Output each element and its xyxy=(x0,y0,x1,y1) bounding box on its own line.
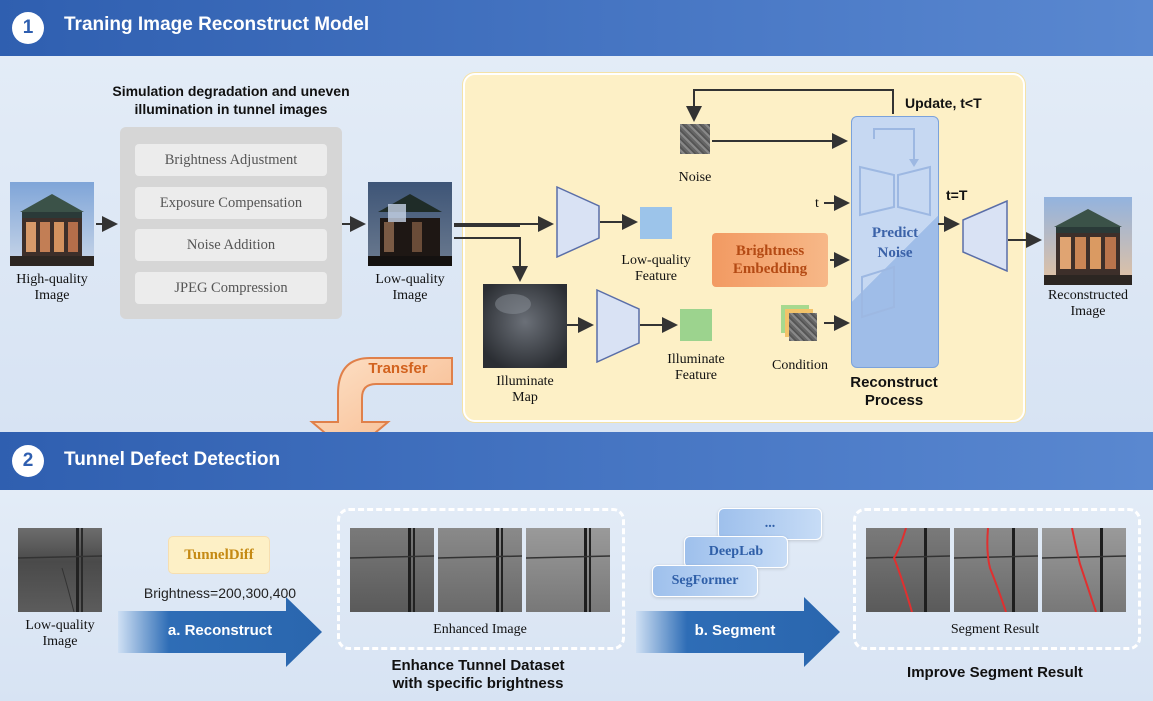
tunnel-lq-line1: Low-quality xyxy=(25,618,95,633)
high-quality-label: High-quality Image xyxy=(5,272,99,304)
predict-line1: Predict xyxy=(871,225,919,241)
low-quality-feature-label: Low-quality Feature xyxy=(608,253,704,285)
section2-banner: 2 Tunnel Defect Detection xyxy=(0,432,1153,490)
enhanced-image-frame xyxy=(337,508,625,650)
segment-result-3 xyxy=(1042,528,1126,612)
reconstruct-process-line2: Process xyxy=(864,392,924,409)
section2-number: 2 xyxy=(12,445,44,477)
model-segformer: SegFormer xyxy=(652,565,758,597)
t-equals-T-label: t=T xyxy=(946,187,968,203)
segment-result-2 xyxy=(954,528,1038,612)
t-label: t xyxy=(815,196,819,211)
reconstructed-line1: Reconstructed xyxy=(1047,288,1129,303)
section1-title: Traning Image Reconstruct Model xyxy=(64,14,370,35)
predict-noise-panel: Predict Noise xyxy=(851,116,939,368)
predict-line2: Noise xyxy=(877,245,913,261)
enhance-caption-line2: with specific brightness xyxy=(392,675,564,692)
degradation-title: Simulation degradation and uneven illumi… xyxy=(80,82,382,118)
section1-number: 1 xyxy=(12,12,44,44)
enhanced-image-1 xyxy=(350,528,434,612)
reconstructed-image xyxy=(1044,197,1132,285)
update-label: Update, t<T xyxy=(905,95,982,111)
segment-result-1 xyxy=(866,528,950,612)
illum-map-line2: Map xyxy=(512,390,538,405)
low-quality-label-line1: Low-quality xyxy=(375,272,445,287)
enhance-caption-line1: Enhance Tunnel Dataset xyxy=(391,657,565,674)
noise-image xyxy=(680,124,710,154)
transfer-label: Transfer xyxy=(368,360,428,377)
segment-arrow-label: b. Segment xyxy=(694,622,776,639)
improve-caption: Improve Segment Result xyxy=(907,664,1083,681)
low-quality-image xyxy=(368,182,452,266)
high-quality-label-line2: Image xyxy=(34,288,70,303)
illum-feat-line2: Feature xyxy=(675,368,717,383)
brightness-emb-line1: Brightness xyxy=(735,243,805,259)
illuminate-map-image xyxy=(483,284,567,368)
brightness-values: Brightness=200,300,400 xyxy=(143,585,297,601)
op-noise-addition: Noise Addition xyxy=(135,229,327,261)
lqf-line2: Feature xyxy=(635,269,677,284)
degradation-title-line1: Simulation degradation and uneven xyxy=(112,83,350,99)
segment-result-label: Segment Result xyxy=(950,622,1040,637)
enhanced-image-2 xyxy=(438,528,522,612)
degradation-title-line2: illumination in tunnel images xyxy=(134,101,328,117)
reconstruct-arrow-shape xyxy=(118,597,322,667)
reconstructed-label: Reconstructed Image xyxy=(1030,288,1146,320)
op-brightness-adjustment: Brightness Adjustment xyxy=(135,144,327,176)
condition-label: Condition xyxy=(771,358,828,373)
reconstruct-arrow-label: a. Reconstruct xyxy=(167,622,273,639)
enhance-dataset-caption: Enhance Tunnel Dataset with specific bri… xyxy=(348,657,608,693)
section2-title: Tunnel Defect Detection xyxy=(64,449,281,470)
illuminate-feature-box xyxy=(680,309,712,341)
low-quality-feature-box xyxy=(640,207,672,239)
brightness-embedding-box: Brightness Embedding xyxy=(712,233,828,287)
section1-banner: 1 Traning Image Reconstruct Model xyxy=(0,0,1153,56)
low-quality-label: Low-quality Image xyxy=(360,272,460,304)
enhanced-image-label: Enhanced Image xyxy=(433,622,527,637)
noise-label: Noise xyxy=(678,170,712,185)
condition-noise-layer xyxy=(789,313,817,341)
degradation-ops-box: Brightness Adjustment Exposure Compensat… xyxy=(120,127,342,319)
illuminate-feature-label: Illuminate Feature xyxy=(650,352,742,384)
low-quality-label-line2: Image xyxy=(392,288,428,303)
encoder-low-quality xyxy=(556,186,600,258)
segment-result-frame xyxy=(853,508,1141,650)
tunnel-low-quality-image xyxy=(18,528,102,612)
tunnel-lq-line2: Image xyxy=(42,634,78,649)
lqf-line1: Low-quality xyxy=(621,253,691,268)
model-deeplab: DeepLab xyxy=(684,536,788,568)
op-jpeg-compression: JPEG Compression xyxy=(135,272,327,304)
high-quality-label-line1: High-quality xyxy=(16,272,88,287)
tunneldiff-box: TunnelDiff xyxy=(168,536,270,574)
encoder-illuminate xyxy=(596,289,640,363)
segment-arrow-shape xyxy=(636,597,840,667)
high-quality-image xyxy=(10,182,94,266)
model-more: ... xyxy=(718,508,822,540)
reconstructed-line2: Image xyxy=(1070,304,1106,319)
tunnel-low-quality-label: Low-quality Image xyxy=(10,618,110,650)
op-exposure-compensation: Exposure Compensation xyxy=(135,187,327,219)
brightness-emb-line2: Embedding xyxy=(732,261,808,277)
illum-feat-line1: Illuminate xyxy=(667,352,725,367)
reconstruct-process-line1: Reconstruct xyxy=(850,374,938,391)
enhanced-image-3 xyxy=(526,528,610,612)
illum-map-line1: Illuminate xyxy=(496,374,554,389)
illuminate-map-label: Illuminate Map xyxy=(475,374,575,406)
reconstruct-process-label: Reconstruct Process xyxy=(842,374,946,410)
decoder xyxy=(962,200,1008,272)
